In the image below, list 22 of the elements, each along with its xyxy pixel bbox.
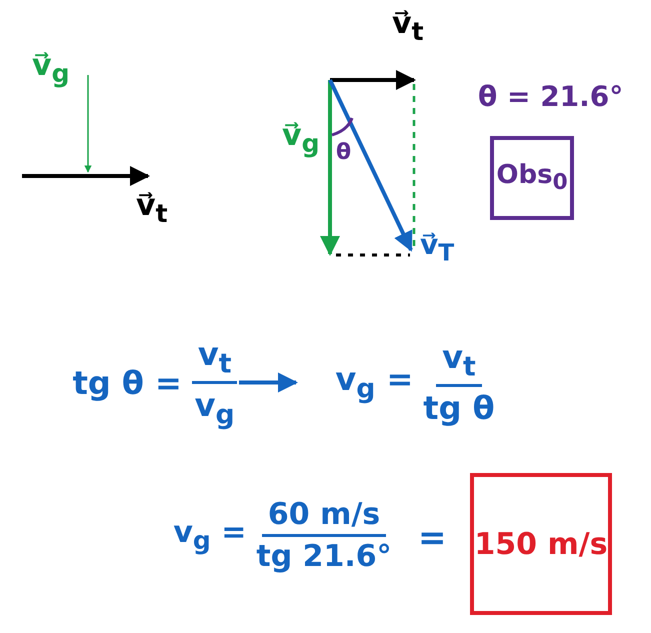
box-text: Obs$_{0}$ <box>496 160 568 196</box>
result-box <box>470 473 612 615</box>
observer-box <box>490 136 574 220</box>
angle-label: θ <box>336 140 352 165</box>
denominator-text: tg 21.6° <box>256 538 392 574</box>
vector-label: v⃗$_{g}$ <box>32 48 70 88</box>
equals-sign: = <box>418 518 446 558</box>
equation-text: tg θ = <box>72 364 182 402</box>
numerator-text: 60 m/s <box>262 496 386 536</box>
denominator-text: v$_{g}$ <box>194 385 235 430</box>
vector-label: v⃗$_{t}$ <box>392 6 424 46</box>
box-text: 150 m/s <box>474 526 608 562</box>
vector-label: v⃗$_{t}$ <box>136 188 168 228</box>
vector-label: v⃗$_{g}$ <box>282 118 320 158</box>
numerator-text: v$_{t}$ <box>192 334 238 384</box>
angle-value-text: θ = 21.6° <box>478 80 624 113</box>
numerator-text: v$_{t}$ <box>436 338 482 388</box>
equation-text: v$_{g}$ = <box>335 360 414 405</box>
denominator-text: tg θ <box>423 388 495 428</box>
vector-label: v⃗$_{T}$ <box>420 228 454 267</box>
arrow <box>239 372 298 392</box>
equation-text: v$_{g}$ = <box>173 515 246 555</box>
